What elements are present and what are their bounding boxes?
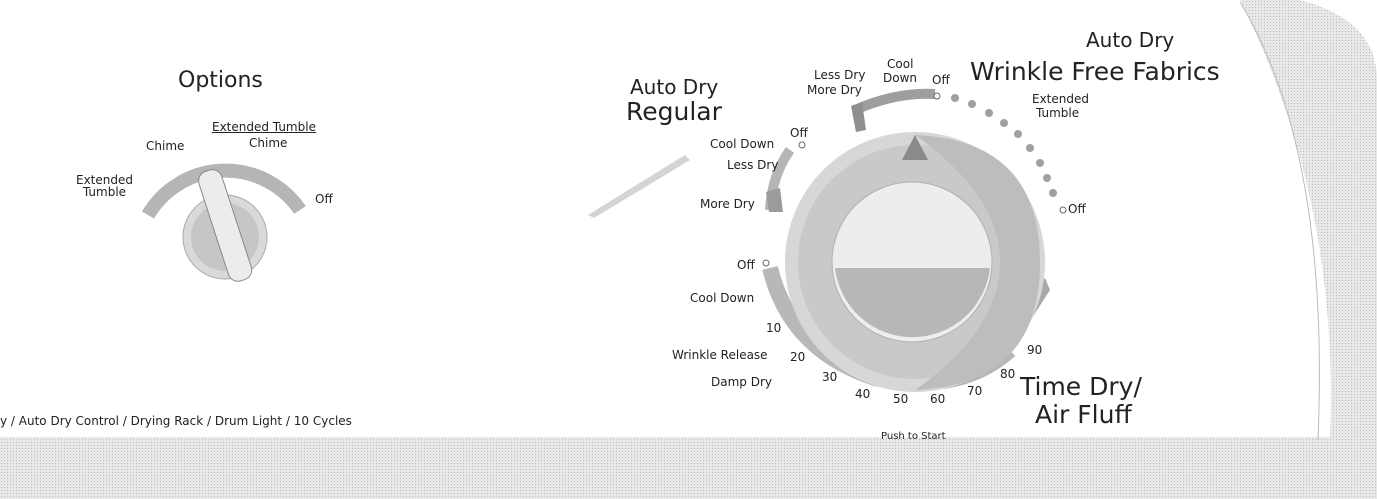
auto-dry-wrinkle-free-heading: Auto Dry	[1086, 28, 1175, 52]
options-knob[interactable]	[182, 167, 268, 284]
features-line: y / Auto Dry Control / Drying Rack / Dru…	[0, 414, 352, 428]
auto-dry-wrinkle-free-title: Wrinkle Free Fabrics	[970, 57, 1220, 86]
options-scale-arc	[141, 163, 306, 219]
mark-time-10: 10	[766, 321, 782, 335]
panel-bottom-strip	[0, 437, 1377, 499]
options-label-chime: Chime	[146, 139, 185, 153]
mark-time-wrinkle-release: Wrinkle Release	[672, 348, 768, 362]
time-dry-title-line2: Air Fluff	[1035, 400, 1132, 429]
options-title: Options	[178, 68, 263, 93]
auto-dry-regular-title: Regular	[626, 97, 722, 126]
options-label-chime-right: Chime	[249, 136, 288, 150]
mark-more-dry-top: More Dry	[807, 83, 862, 97]
mark-cool-top: Cool	[887, 57, 914, 71]
mark-time-20: 20	[790, 350, 806, 364]
mark-time-damp-dry: Damp Dry	[711, 375, 772, 389]
wrinkle-free-scale-arc	[852, 88, 936, 115]
mark-time-cool-down: Cool Down	[690, 291, 755, 305]
mark-time-30: 30	[822, 370, 838, 384]
mark-time-off: Off	[737, 258, 755, 272]
mark-time-50: 50	[893, 392, 909, 406]
mark-time-80: 80	[1000, 367, 1016, 381]
mark-down-top: Down	[883, 71, 918, 85]
mark-off-top: Off	[932, 73, 950, 87]
mark-time-60: 60	[930, 392, 946, 406]
options-label-off: Off	[315, 192, 333, 206]
push-to-start-label: Push to Start	[881, 431, 946, 442]
cycle-selector-knob[interactable]	[785, 132, 1045, 392]
auto-dry-regular-heading: Auto Dry	[630, 75, 719, 99]
mark-tumble: Tumble	[1036, 106, 1080, 120]
mark-cool-down-left: Cool Down	[710, 137, 775, 151]
mark-time-70: 70	[967, 384, 983, 398]
mark-more-dry-left: More Dry	[700, 197, 755, 211]
mark-extended: Extended	[1032, 92, 1089, 106]
options-extended-tumble-text: Extended Tumble	[76, 173, 133, 199]
mark-less-dry-top: Less Dry	[814, 68, 866, 82]
options-label-extended-tumble: Extended Tumble	[76, 174, 133, 198]
options-label-extended-tumble-header: Extended Tumble	[212, 120, 316, 134]
mark-wrinkle-free-off: Off	[1068, 202, 1086, 216]
wrinkle-free-dots	[951, 94, 1057, 197]
mark-time-40: 40	[855, 387, 871, 401]
panel-right-edge	[1240, 0, 1377, 499]
time-dry-title-line1: Time Dry/	[1020, 372, 1142, 401]
mark-time-90: 90	[1027, 343, 1043, 357]
mark-off-left: Off	[790, 126, 808, 140]
mark-less-dry-left: Less Dry	[727, 158, 779, 172]
